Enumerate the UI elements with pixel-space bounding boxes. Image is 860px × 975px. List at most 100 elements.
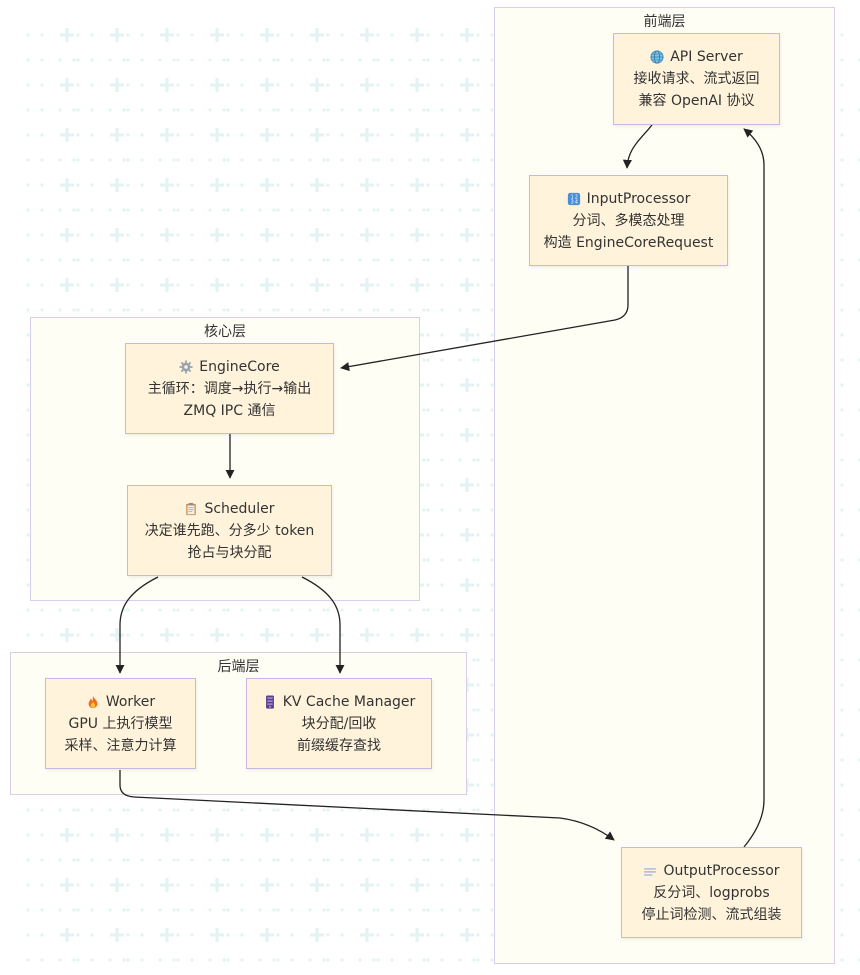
grid-dot [58, 308, 62, 312]
grid-dot [476, 933, 480, 937]
grid-dot [840, 808, 844, 812]
grid-dot [340, 183, 344, 187]
node-scheduler[interactable]: Scheduler 决定谁先跑、分多少 token 抢占与块分配 [127, 485, 332, 576]
grid-dot [476, 758, 480, 762]
grid-dot [840, 333, 844, 337]
grid-dot [326, 33, 330, 37]
grid-dot [276, 283, 280, 287]
grid-dot [222, 208, 226, 212]
grid-dot [126, 858, 130, 862]
node-engine-core[interactable]: EngineCore 主循环：调度→执行→输出 ZMQ IPC 通信 [125, 343, 334, 434]
grid-dot [190, 208, 194, 212]
grid-dot [290, 283, 294, 287]
grid-dot [190, 108, 194, 112]
grid-dot [440, 383, 444, 387]
grid-dot [476, 433, 480, 437]
grid-dot [90, 283, 94, 287]
grid-dot [140, 908, 144, 912]
grid-dot [158, 58, 162, 62]
grid-dot [122, 208, 126, 212]
cluster-frontend: 前端层 [494, 7, 835, 964]
grid-dot [840, 208, 844, 212]
grid-dot [376, 833, 380, 837]
grid-dot [358, 208, 362, 212]
grid-dot [840, 633, 844, 637]
grid-dot [290, 83, 294, 87]
grid-dot [476, 108, 480, 112]
grid-dot [276, 308, 280, 312]
grid-dot [176, 133, 180, 137]
grid-dot [408, 258, 412, 262]
grid-dot [90, 908, 94, 912]
grid-dot [376, 83, 380, 87]
grid-dot [190, 58, 194, 62]
grid-dot [422, 558, 426, 562]
grid-dot [390, 608, 394, 612]
grid-dot [390, 58, 394, 62]
grid-dot [108, 958, 112, 962]
cluster-title-core: 核心层 [204, 324, 246, 340]
grid-dot [140, 933, 144, 937]
grid-dot [340, 208, 344, 212]
grid-dot [440, 458, 444, 462]
grid-dot [458, 508, 462, 512]
grid-dot [240, 633, 244, 637]
grid-dot [372, 608, 376, 612]
grid-dot [90, 933, 94, 937]
grid-dot [472, 508, 476, 512]
grid-dot [408, 58, 412, 62]
grid-dot [90, 108, 94, 112]
grid-dot [290, 808, 294, 812]
grid-dot [326, 908, 330, 912]
grid-dot [72, 858, 76, 862]
grid-dot [140, 58, 144, 62]
grid-dot [840, 783, 844, 787]
node-kv-cache-manager[interactable]: KV Cache Manager 块分配/回收 前缀缓存查找 [246, 678, 432, 769]
grid-dot [190, 258, 194, 262]
grid-dot [408, 158, 412, 162]
grid-dot [58, 108, 62, 112]
grid-dot [126, 208, 130, 212]
grid-dot [58, 58, 62, 62]
node-title: Worker [105, 693, 156, 710]
node-output-processor[interactable]: OutputProcessor 反分词、logprobs 停止词检测、流式组装 [621, 847, 802, 938]
grid-dot [276, 833, 280, 837]
grid-dot [376, 183, 380, 187]
grid-dot [158, 608, 162, 612]
grid-dot [358, 158, 362, 162]
grid-dot [176, 933, 180, 937]
grid-dot [272, 858, 276, 862]
node-title: EngineCore [199, 358, 280, 375]
grid-dot [172, 308, 176, 312]
node-line: 抢占与块分配 [187, 544, 272, 561]
grid-dot [76, 158, 80, 162]
grid-dot [58, 908, 62, 912]
node-api-server[interactable]: API Server 接收请求、流式返回 兼容 OpenAI 协议 [613, 33, 780, 125]
grid-dot [840, 108, 844, 112]
grid-dot [226, 833, 230, 837]
grid-dot [426, 533, 430, 537]
grid-dot [272, 258, 276, 262]
grid-dot [840, 458, 844, 462]
grid-dot [326, 83, 330, 87]
grid-dot [326, 158, 330, 162]
grid-dot [276, 83, 280, 87]
grid-dot [440, 133, 444, 137]
grid-dot [422, 808, 426, 812]
grid-dot [176, 808, 180, 812]
node-worker[interactable]: Worker GPU 上执行模型 采样、注意力计算 [45, 678, 196, 769]
grid-dot [376, 633, 380, 637]
node-input-processor[interactable]: 1 2 3 4 InputProcessor 分词、多模态处理 构造 Engin… [529, 175, 728, 266]
grid-dot [390, 283, 394, 287]
grid-dot [190, 858, 194, 862]
grid-dot [240, 83, 244, 87]
grid-dot [172, 208, 176, 212]
grid-dot [308, 108, 312, 112]
grid-dot [476, 83, 480, 87]
grid-dot [440, 433, 444, 437]
grid-dot [272, 208, 276, 212]
grid-dot [222, 108, 226, 112]
grid-dot [26, 933, 30, 937]
grid-dot [340, 108, 344, 112]
grid-dot [340, 83, 344, 87]
